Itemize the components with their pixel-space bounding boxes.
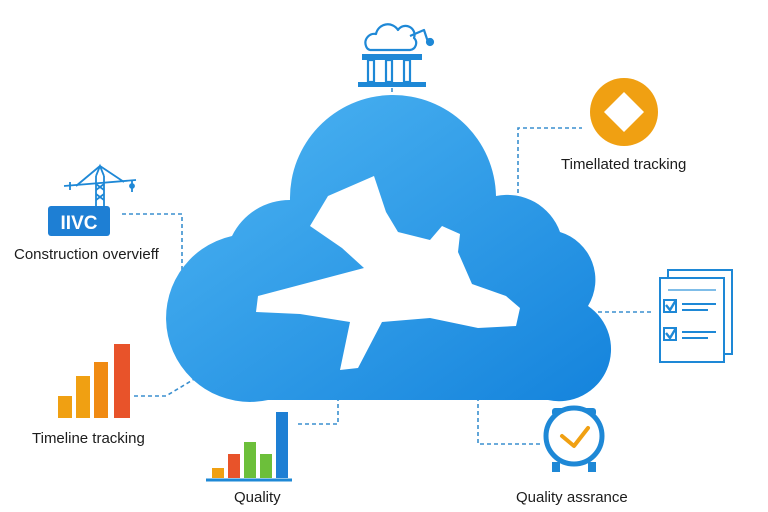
checklist-documents-icon: [659, 269, 733, 363]
connector-left-bottom: [134, 377, 197, 397]
cloud-icon: [166, 94, 612, 402]
construction-badge: IIVC: [48, 206, 110, 236]
label-quality-assurance: Quality assrance: [516, 489, 628, 506]
badge-text: IIVC: [61, 213, 98, 234]
alarm-clock-icon: [543, 405, 605, 472]
label-construction-overview: Construction overvieff: [14, 246, 159, 263]
bar-chart-icon: [206, 412, 292, 482]
connector-bottom-right: [477, 390, 540, 445]
connector-left-top: [122, 213, 183, 272]
connector-top-right: [517, 127, 582, 228]
cloud-factory-icon: [358, 23, 435, 87]
airplane-icon: [256, 176, 520, 370]
bar-chart-icon: [58, 344, 130, 418]
label-timeline-tracking: Timeline tracking: [32, 430, 145, 447]
label-quality: Quality: [234, 489, 281, 506]
diamond-icon: [590, 78, 658, 146]
crane-icon: [63, 163, 137, 208]
label-timelated-tracking: Timellated tracking: [561, 156, 687, 173]
